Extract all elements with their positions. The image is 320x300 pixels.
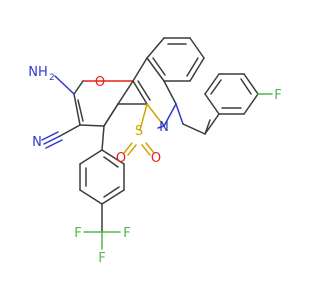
atom-sulfur: S: [135, 124, 143, 139]
nitrile-group: [41, 124, 81, 149]
atom-nitrile-nitrogen: N: [32, 135, 42, 150]
amino-group: [54, 75, 75, 95]
atom-ring-nitrogen: N: [159, 120, 169, 135]
pyran-ring: [73, 80, 119, 127]
molecule-canvas: O NH 2 N N S O O F F F F: [28, 37, 282, 266]
atom-sulfonyl-oxygen-right: O: [151, 151, 161, 166]
atom-oxygen-ring: O: [95, 75, 105, 90]
atom-sulfonyl-oxygen-left: O: [116, 151, 126, 166]
fused-ring-core: [103, 57, 177, 127]
atom-amino-nh: NH: [28, 65, 48, 80]
benzo-ring: [146, 37, 205, 82]
atom-fluorine-cf3-bottom: F: [98, 251, 105, 266]
atom-fluorine-para: F: [274, 88, 281, 103]
sulfur-connections: [139, 103, 165, 131]
atom-fluorine-cf3-left: F: [74, 226, 81, 241]
atom-amino-subscript: 2: [49, 73, 55, 83]
trifluoromethylphenyl-group: [79, 125, 125, 250]
sulfonyl-oxygens: [123, 142, 155, 156]
benzyl-group: [175, 73, 273, 135]
molecule-structure: O NH 2 N N S O O F F F F: [28, 37, 282, 266]
atom-fluorine-cf3-right: F: [123, 226, 130, 241]
